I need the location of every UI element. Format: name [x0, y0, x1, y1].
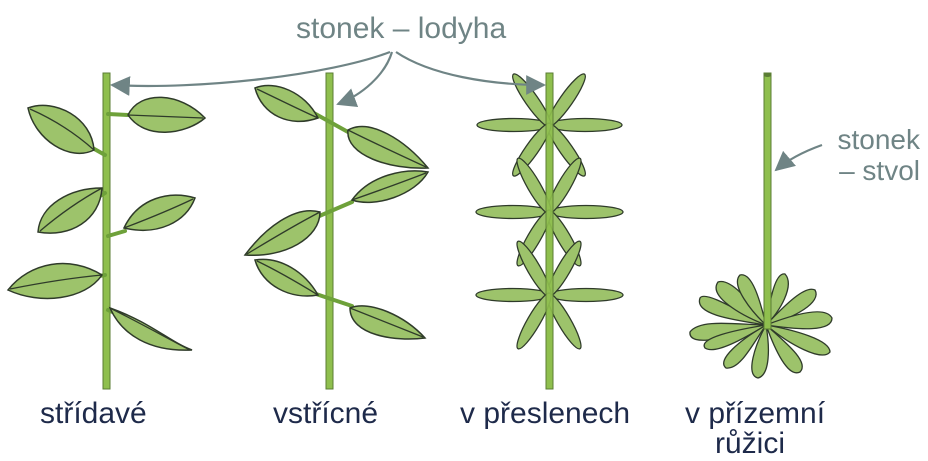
caption-whorled: v přeslenech	[460, 399, 630, 429]
arrow-to-alternate-stem	[112, 52, 390, 86]
caption-rosette-line1: v přízemní	[685, 399, 825, 429]
plant-alternate	[8, 73, 205, 389]
leaf	[128, 97, 205, 132]
label-stem-scape-line1: stonek	[838, 124, 921, 155]
label-stem-scape-line2: – stvol	[838, 155, 921, 186]
rosette-leaves	[690, 274, 832, 378]
plant-whorled	[476, 70, 623, 389]
leaf	[124, 195, 195, 230]
annotation-arrows	[112, 52, 822, 170]
caption-opposite: vstřícné	[273, 399, 378, 429]
caption-rosette-line2: růžici	[715, 429, 785, 459]
label-stem-scape: stonek – stvol	[838, 124, 921, 187]
stem-scape	[764, 73, 771, 329]
caption-alternate: střídavé	[40, 399, 147, 429]
arrow-to-scape	[776, 145, 822, 170]
label-stem-leafy: stonek – lodyha	[296, 14, 506, 44]
leaf	[38, 188, 102, 233]
plant-rosette	[690, 73, 832, 378]
plant-opposite	[245, 73, 428, 389]
stem-alternate	[103, 73, 110, 389]
